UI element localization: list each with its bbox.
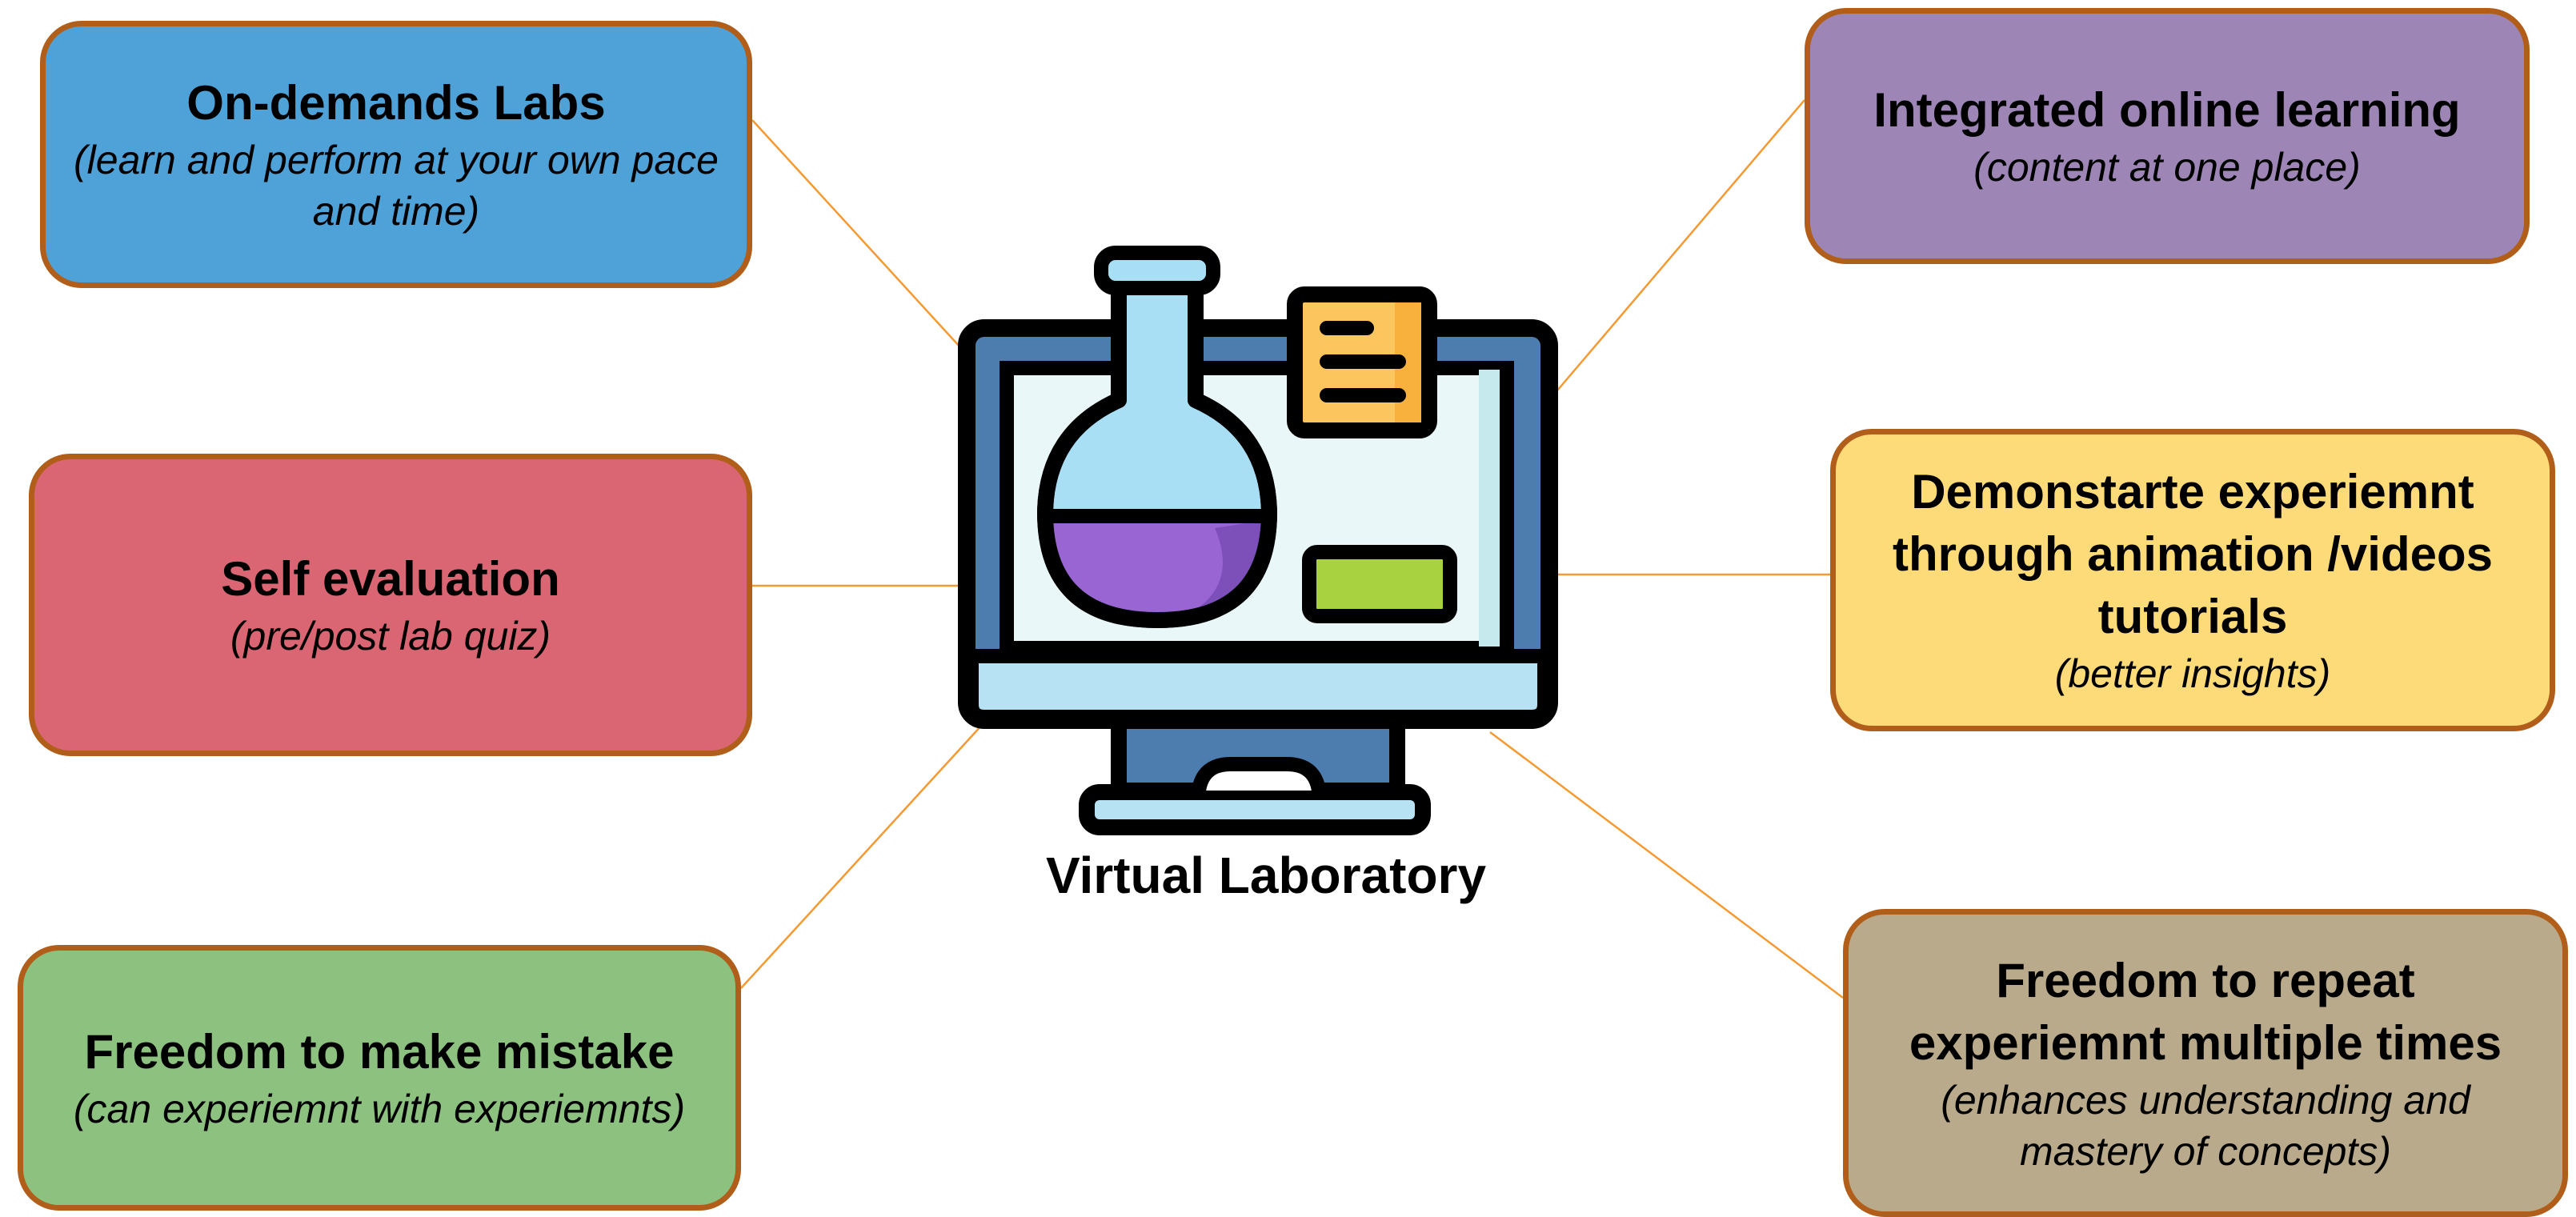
center-label: Virtual Laboratory	[1045, 847, 1487, 904]
flask-icon	[1037, 246, 1277, 628]
node-title: Freedom to make mistake	[84, 1025, 675, 1079]
node-on-demand-labs: On-demands Labs (learn and perform at yo…	[40, 21, 752, 288]
node-title: Integrated online learning	[1873, 83, 2461, 137]
node-subtitle: (can experiemnt with experiemnts)	[73, 1087, 686, 1131]
screen-button	[1302, 545, 1457, 623]
node-subtitle: (learn and perform at your own pace and …	[74, 138, 719, 234]
node-demonstrate: Demonstarte experiemnt through animation…	[1830, 429, 2555, 731]
node-title: Self evaluation	[221, 552, 560, 606]
connector-on-demand-labs	[751, 119, 969, 357]
connector-freedom-repeat	[1489, 731, 1844, 999]
monitor-flask-icon	[958, 246, 1558, 835]
node-freedom-repeat: Freedom to repeat experiemnt multiple ti…	[1843, 909, 2568, 1217]
node-title: Demonstarte experiemnt through animation…	[1892, 465, 2494, 643]
node-title: Freedom to repeat experiemnt multiple ti…	[1909, 953, 2502, 1070]
node-freedom-mistake: Freedom to make mistake (can experiemnt …	[18, 945, 741, 1211]
node-self-evaluation: Self evaluation (pre/post lab quiz)	[29, 454, 752, 756]
node-subtitle: (enhances understanding and mastery of c…	[1941, 1077, 2470, 1174]
connector-integrated-learning	[1556, 99, 1805, 391]
node-integrated-learning: Integrated online learning (content at o…	[1805, 8, 2530, 264]
node-subtitle: (better insights)	[2054, 651, 2331, 696]
node-subtitle: (pre/post lab quiz)	[230, 614, 551, 659]
node-subtitle: (content at one place)	[1973, 145, 2361, 190]
connector-freedom-mistake	[740, 723, 984, 989]
node-title: On-demands Labs	[186, 76, 606, 130]
